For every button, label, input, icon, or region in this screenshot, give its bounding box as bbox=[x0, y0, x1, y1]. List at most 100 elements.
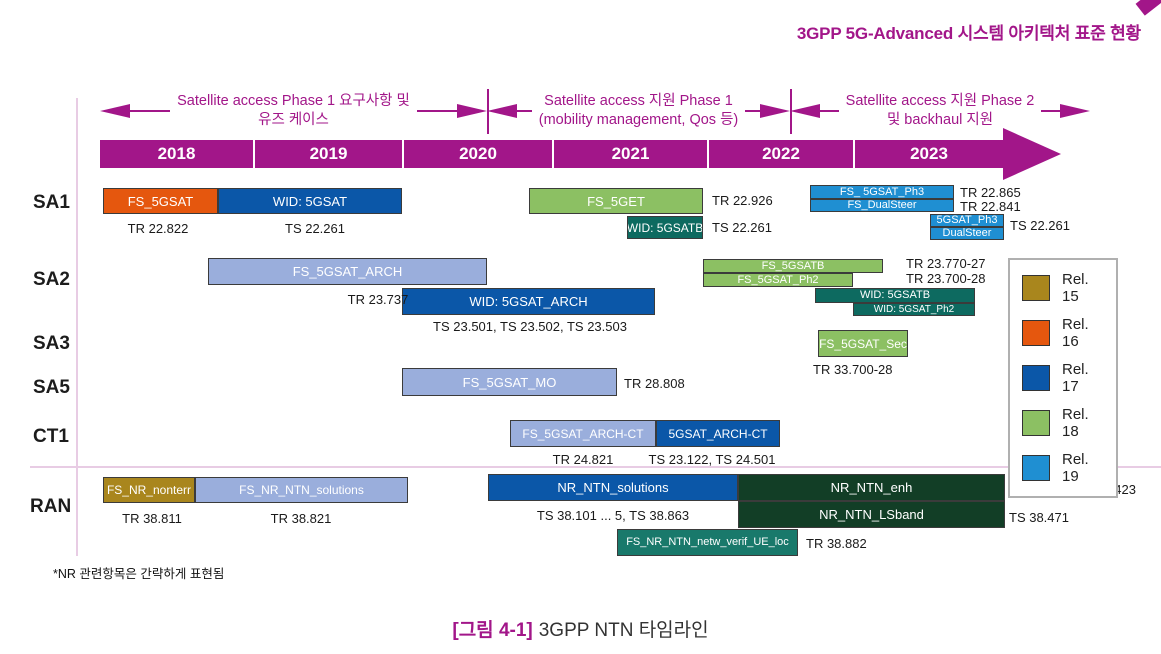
arrow-right-icon bbox=[1060, 104, 1090, 118]
timeline-bar: FS_NR_NTN_netw_verif_UE_loc bbox=[617, 529, 798, 556]
timeline-bar: FS_NR_nonterr bbox=[103, 477, 195, 503]
legend-swatch bbox=[1022, 410, 1050, 436]
year-cell: 2019 bbox=[253, 140, 402, 168]
arrow-right-icon bbox=[760, 104, 790, 118]
phase-divider bbox=[487, 89, 489, 134]
timeline-bar: FS_DualSteer bbox=[810, 199, 954, 212]
legend-label: Rel. 18 bbox=[1062, 406, 1089, 440]
phase-line bbox=[1041, 110, 1060, 112]
timeline-bar: 5GSAT_ARCH-CT bbox=[656, 420, 780, 447]
spec-ref: TS 22.261 bbox=[1010, 218, 1070, 233]
legend-item: Rel. 19 bbox=[1022, 451, 1104, 485]
timeline-bar: 5GSAT_Ph3 bbox=[930, 214, 1004, 227]
timeline-bar: FS_5GSAT_Ph2 bbox=[703, 273, 853, 287]
spec-ref: TR 38.882 bbox=[806, 536, 867, 551]
timeline-bar: WID: 5GSAT_Ph2 bbox=[853, 303, 975, 316]
figure-caption-text: 3GPP NTN 타임라인 bbox=[538, 620, 709, 641]
timeline-bar: NR_NTN_solutions bbox=[488, 474, 738, 501]
spec-ref: TR 22.926 bbox=[712, 193, 773, 208]
year-cell: 2023 bbox=[853, 140, 1003, 168]
spec-ref: TR 22.865 bbox=[960, 185, 1021, 200]
figure-caption: [그림 4-1]3GPP NTN 타임라인 bbox=[0, 615, 1161, 642]
spec-ref: TR 23.737 bbox=[347, 292, 409, 307]
spec-ref: TR 24.821 bbox=[552, 452, 614, 467]
spec-ref: TS 38.471 bbox=[1009, 510, 1069, 525]
arrow-left-icon bbox=[100, 104, 130, 118]
timeline-bar: NR_NTN_enh bbox=[738, 474, 1005, 501]
year-cell: 2020 bbox=[402, 140, 552, 168]
phase-line bbox=[745, 110, 760, 112]
row-axis-line bbox=[76, 98, 78, 556]
spec-ref: TS 23.122, TS 24.501 bbox=[648, 452, 776, 467]
timeline-bar: WID: 5GSAT_ARCH bbox=[402, 288, 655, 315]
figure-footnote: *NR 관련항목은 간략하게 표현됨 bbox=[53, 567, 225, 581]
timeline-bar: WID: 5GSATB bbox=[627, 216, 703, 239]
row-label-sa1: SA1 bbox=[33, 192, 70, 213]
legend: Rel. 15 Rel. 16 Rel. 17 Rel. 18 Rel. 19 bbox=[1008, 258, 1118, 498]
spec-ref: TR 33.700-28 bbox=[813, 362, 893, 377]
legend-swatch bbox=[1022, 455, 1050, 481]
spec-ref: TS 22.261 bbox=[712, 220, 772, 235]
spec-ref: TR 28.808 bbox=[624, 376, 685, 391]
timeline-bar: FS_5GSATB bbox=[703, 259, 883, 273]
legend-swatch bbox=[1022, 275, 1050, 301]
figure-caption-number: [그림 4-1] bbox=[452, 620, 533, 641]
row-label-ct1: CT1 bbox=[33, 426, 69, 447]
spec-ref: TR 22.822 bbox=[127, 221, 189, 236]
page-corner-mark bbox=[1135, 0, 1161, 16]
timeline-bar: FS_5GET bbox=[529, 188, 703, 214]
legend-label: Rel. 19 bbox=[1062, 451, 1089, 485]
arrow-right-icon bbox=[457, 104, 487, 118]
legend-swatch bbox=[1022, 365, 1050, 391]
legend-swatch bbox=[1022, 320, 1050, 346]
timeline-bar: FS_5GSAT_MO bbox=[402, 368, 617, 396]
ran-separator-line bbox=[30, 466, 1161, 468]
spec-ref: TR 38.811 bbox=[122, 511, 182, 526]
spec-ref: TR 22.841 bbox=[960, 199, 1021, 214]
timeline-bar: FS_NR_NTN_solutions bbox=[195, 477, 408, 503]
page-title: 3GPP 5G-Advanced 시스템 아키텍처 표준 현황 bbox=[796, 24, 1141, 43]
timeline-bar: FS_5GSAT bbox=[103, 188, 218, 214]
phase-line bbox=[130, 110, 171, 112]
legend-item: Rel. 16 bbox=[1022, 316, 1104, 350]
timeline-bar: FS_5GSAT_ARCH bbox=[208, 258, 487, 285]
spec-ref: TR 23.700-28 bbox=[906, 271, 986, 286]
phase-line bbox=[416, 110, 457, 112]
legend-item: Rel. 18 bbox=[1022, 406, 1104, 440]
phase-label: Satellite access 지원 Phase 1(mobility man… bbox=[538, 93, 739, 128]
spec-ref: TR 23.770-27 bbox=[906, 256, 986, 271]
legend-item: Rel. 15 bbox=[1022, 271, 1104, 305]
spec-ref: TS 22.261 bbox=[285, 221, 345, 236]
year-cell: 2018 bbox=[157, 144, 196, 163]
timeline-bar: NR_NTN_LSband bbox=[738, 501, 1005, 528]
timeline-bar: DualSteer bbox=[930, 227, 1004, 240]
legend-item: Rel. 17 bbox=[1022, 361, 1104, 395]
arrow-left-icon bbox=[790, 104, 820, 118]
spec-ref: TR 38.821 bbox=[270, 511, 332, 526]
spec-ref: TS 23.501, TS 23.502, TS 23.503 bbox=[433, 319, 627, 334]
legend-label: Rel. 17 bbox=[1062, 361, 1089, 395]
row-label-sa5: SA5 bbox=[33, 377, 70, 398]
row-label-ran: RAN bbox=[30, 496, 72, 517]
timeline-bar: WID: 5GSATB bbox=[815, 288, 975, 303]
phase-arrow-2: Satellite access 지원 Phase 1(mobility man… bbox=[487, 90, 790, 132]
year-cell: 2022 bbox=[707, 140, 853, 168]
spec-ref: TS 38.101 ... 5, TS 38.863 bbox=[536, 508, 690, 523]
timeline-bar: FS_5GSAT_Sec bbox=[818, 330, 908, 357]
timeline-bar: WID: 5GSAT bbox=[218, 188, 402, 214]
year-cell: 2021 bbox=[552, 140, 707, 168]
legend-label: Rel. 16 bbox=[1062, 316, 1089, 350]
timeline-bar: FS_ 5GSAT_Ph3 bbox=[810, 185, 954, 199]
phase-divider bbox=[790, 89, 792, 134]
row-label-sa3: SA3 bbox=[33, 333, 70, 354]
phase-line bbox=[820, 110, 839, 112]
timeline-bar: FS_5GSAT_ARCH-CT bbox=[510, 420, 656, 447]
row-label-sa2: SA2 bbox=[33, 269, 70, 290]
arrow-left-icon bbox=[487, 104, 517, 118]
legend-label: Rel. 15 bbox=[1062, 271, 1089, 305]
